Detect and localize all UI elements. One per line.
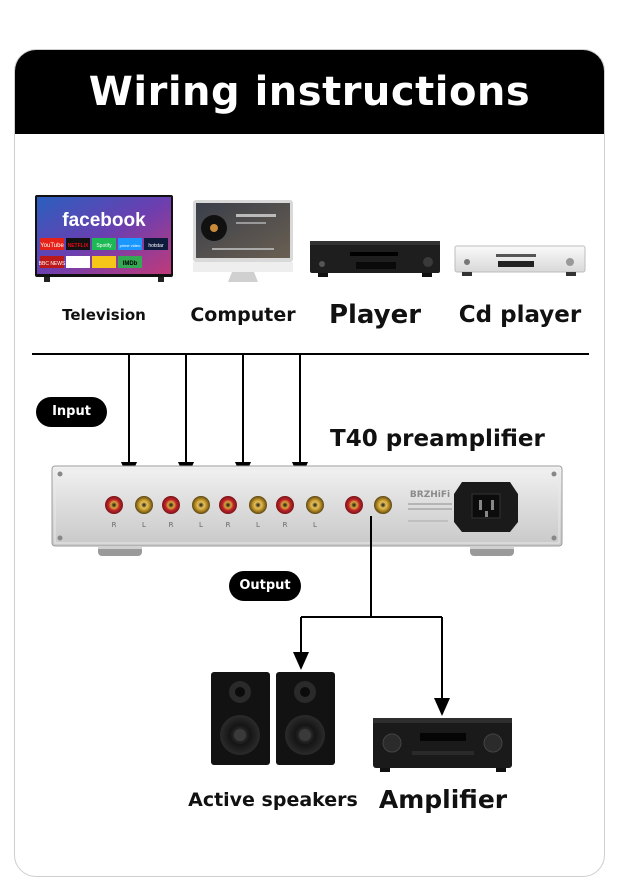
- device-title: T40 preamplifier: [330, 426, 545, 452]
- tv-app-label: hotstar: [148, 243, 164, 249]
- amplifier-label: Amplifier: [378, 785, 508, 814]
- player-label: Player: [328, 300, 422, 330]
- active-speakers-image: [211, 672, 335, 765]
- output-badge-label: Output: [239, 578, 291, 593]
- television-label: Television: [62, 306, 146, 324]
- tv-app-label: BBC NEWS: [39, 261, 66, 267]
- input-badge: Input: [36, 397, 107, 427]
- channel-label: R: [169, 521, 174, 529]
- brand-text: BRZHiFi: [410, 490, 450, 500]
- output-badge: Output: [229, 571, 301, 601]
- output-arrows: [293, 516, 450, 716]
- tv-app-label: Spotify: [96, 243, 112, 249]
- page-title: Wiring instructions: [88, 69, 531, 115]
- tv-app-label: prime video: [120, 243, 141, 248]
- amplifier-image: [373, 718, 512, 772]
- tv-app-label: YouTube: [40, 243, 64, 249]
- active-speakers-label: Active speakers: [188, 789, 358, 811]
- cd-player-label: Cd player: [458, 302, 582, 328]
- preamplifier-image: R L R L R L R L BRZHiFi: [51, 465, 563, 556]
- channel-label: R: [283, 521, 288, 529]
- channel-label: L: [256, 521, 260, 529]
- input-badge-label: Input: [52, 404, 91, 419]
- tv-brand-text: facebook: [62, 210, 146, 231]
- computer-label: Computer: [190, 304, 296, 326]
- computer-image: [193, 200, 293, 282]
- input-arrows: [121, 354, 308, 480]
- tv-app-tiles: YouTube NETFLIX Spotify prime video hots…: [39, 238, 168, 268]
- channel-label: L: [142, 521, 146, 529]
- channel-label: R: [226, 521, 231, 529]
- tv-app-label: NETFLIX: [68, 243, 89, 249]
- title-banner: Wiring instructions: [15, 50, 604, 134]
- cd-player-image: [454, 245, 586, 276]
- channel-label: L: [199, 521, 203, 529]
- channel-label: L: [313, 521, 317, 529]
- television-image: facebook YouTube NETFLIX Spotify prime v…: [35, 195, 173, 282]
- player-image: [310, 241, 440, 277]
- tv-app-label: IMDb: [123, 261, 138, 267]
- channel-label: R: [112, 521, 117, 529]
